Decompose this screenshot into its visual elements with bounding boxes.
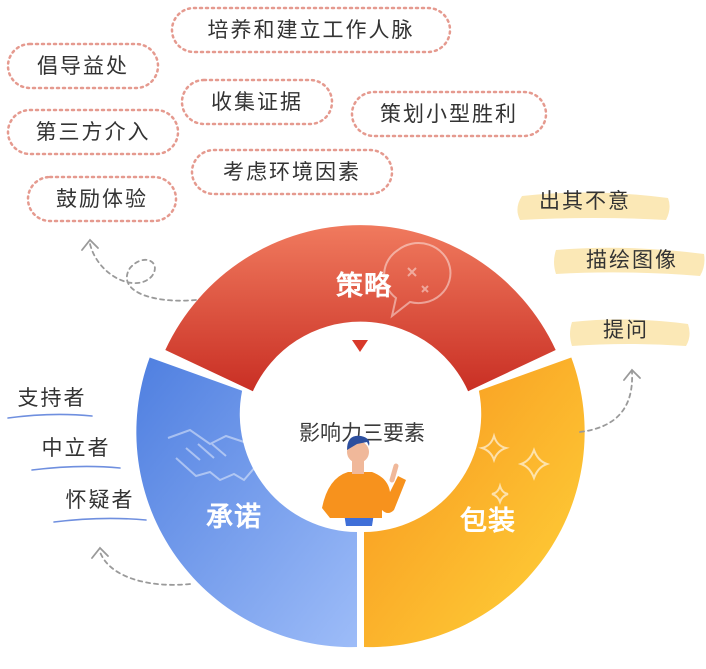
tactic-bubble-evidence [180,78,334,126]
tactic-bubble-environment [190,148,394,196]
tactic-surprise: 出其不意 [539,189,631,213]
commitment-underlines [7,413,147,523]
strategy-tactic-texts: 培养和建立工作人脉 倡导益处 收集证据 策划小型胜利 第三方介入 考虑环境因素 … [36,18,518,211]
commitment-audience-texts: 支持者 中立者 怀疑者 [18,386,135,512]
packaging-highlights [517,192,705,346]
tactic-bubble-benefits [6,42,160,90]
audience-supporters: 支持者 [18,386,87,410]
tactic-benefits: 倡导益处 [37,54,129,78]
commitment-segment [136,357,357,648]
tactic-experience: 鼓励体验 [56,187,148,211]
arrow-heads [81,238,641,559]
tactic-small-wins: 策划小型胜利 [380,102,518,126]
strategy-pointer [352,340,368,352]
commitment-label: 承诺 [206,502,262,533]
tactic-third-party: 第三方介入 [36,120,151,144]
tactic-bubble-small-wins [350,90,548,138]
tactic-questions: 提问 [603,318,649,342]
strategy-segment [165,225,556,392]
tactic-bubble-experience [26,175,178,223]
tactic-bubble-network [170,6,452,54]
arrow-to-commitment-audiences [99,551,191,586]
donut-ring [136,225,585,648]
audience-neutral: 中立者 [42,436,111,460]
tactic-bubble-third-party [6,108,180,156]
audience-skeptics: 怀疑者 [66,488,135,512]
packaging-label: 包装 [460,505,516,537]
arrow-to-packaging-tactics [579,371,633,433]
strategy-label: 策略 [336,270,392,302]
strategy-tactics [6,6,548,223]
tactic-network: 培养和建立工作人脉 [208,18,415,42]
tactic-imagery: 描绘图像 [586,248,678,272]
arrow-to-strategy-tactics [89,243,197,302]
presenter-figure [322,435,406,526]
strategy-speech-icon [383,242,452,319]
packaging-tactic-texts: 出其不意 描绘图像 提问 [539,189,678,342]
packaging-segment [364,357,585,648]
handshake-icon [167,428,257,482]
sparkle-icons [478,432,551,506]
connector-arrows [89,243,633,586]
tactic-environment: 考虑环境因素 [223,160,361,184]
tactic-evidence: 收集证据 [211,90,303,114]
